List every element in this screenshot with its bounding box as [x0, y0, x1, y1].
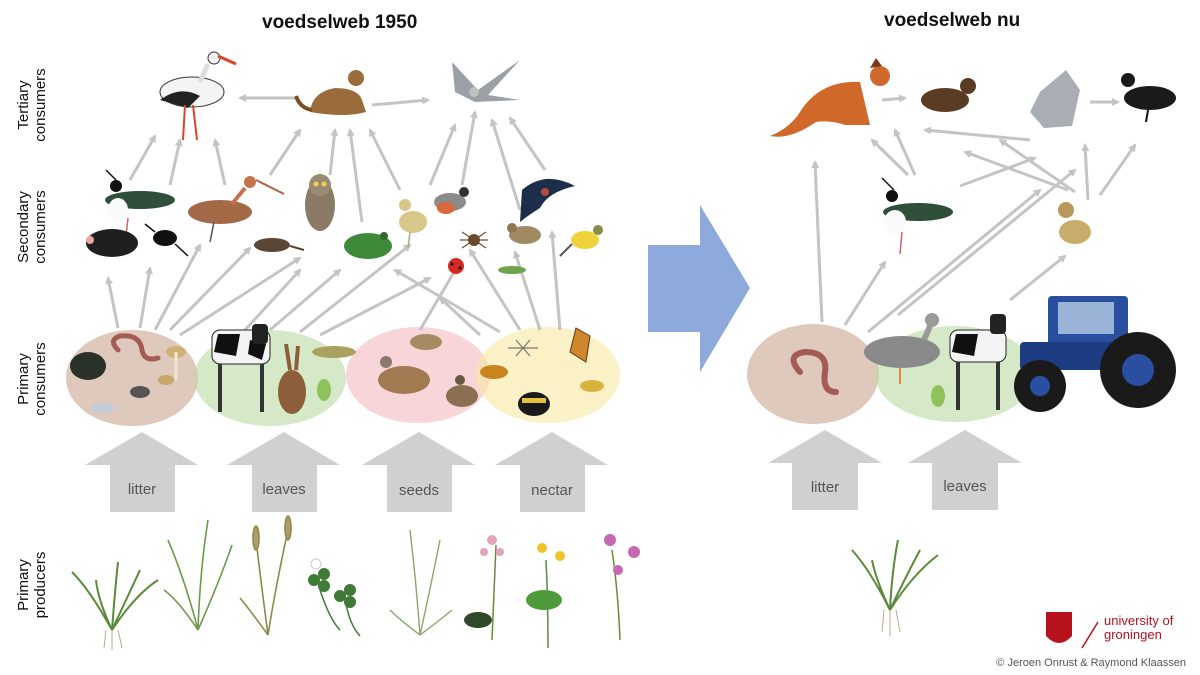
spider-icon — [460, 231, 488, 249]
godwit-icon — [188, 176, 285, 243]
transition-arrow — [648, 205, 750, 372]
university-name: university of groningen — [1104, 614, 1173, 642]
arrow-label-leaves-now: leaves — [943, 478, 987, 495]
aphid-now-icon — [931, 385, 945, 407]
arrow-label-seeds: seeds — [398, 482, 440, 499]
title-now: voedselweb nu — [884, 10, 1021, 31]
frog-icon — [344, 232, 392, 259]
ladybird-icon — [448, 258, 464, 274]
cuckooflower-icon — [604, 534, 640, 641]
sparrow-icon — [446, 375, 478, 407]
litter-arrow — [85, 432, 198, 512]
hare-icon — [278, 343, 306, 414]
buttercup-icon — [526, 543, 565, 649]
bumblebee-icon — [518, 392, 550, 416]
weasel-icon — [294, 70, 366, 115]
arrow-label-leaves: leaves — [262, 481, 306, 498]
tractor-icon — [1014, 296, 1176, 412]
swallow-icon — [520, 178, 575, 222]
goshawk-icon — [1030, 70, 1080, 128]
hoverfly-icon — [480, 365, 508, 379]
clover-icon — [308, 558, 361, 637]
springtail-icon — [90, 403, 114, 413]
arrow-label-litter-now: litter — [810, 479, 840, 496]
litter-arrow-now — [768, 430, 882, 510]
litter-consumers-group — [66, 330, 198, 426]
pipit-icon — [507, 223, 541, 244]
university-shield-logo — [1046, 612, 1099, 649]
title-1950: voedselweb 1950 — [262, 12, 418, 33]
duckling-icon — [1058, 202, 1091, 244]
earthworm-now-icon — [790, 348, 839, 395]
label-primary-producers: Primary producers — [15, 551, 49, 619]
lapwing-icon — [105, 169, 175, 237]
lapwing-now-icon — [881, 177, 953, 255]
goose-icon — [864, 313, 940, 384]
label-secondary-consumers: Secondary consumers — [15, 190, 49, 264]
label-primary-consumers: Primary consumers — [15, 342, 49, 416]
dung-beetle-icon — [70, 352, 106, 380]
arrow-label-nectar: nectar — [531, 482, 573, 499]
leaves-arrow-now — [908, 430, 1022, 510]
resource-arrows-now — [768, 430, 1022, 510]
label-tertiary-consumers: Tertiary consumers — [15, 68, 49, 142]
mosquito-icon — [508, 339, 538, 357]
earthworm-icon — [111, 333, 161, 362]
shrew-icon — [254, 238, 305, 252]
resource-arrows-1950 — [85, 432, 608, 512]
stork-icon — [159, 51, 237, 141]
shepherds-purse-icon — [389, 529, 453, 636]
owl-icon — [305, 174, 335, 231]
trophic-arrows-now — [811, 94, 1137, 334]
university-name-line1: university of — [1104, 613, 1174, 628]
wasp-icon — [580, 380, 604, 392]
grass-plant-now-icon — [851, 539, 939, 636]
crow-icon — [1121, 73, 1176, 123]
copyright-credit: © Jeroen Onrust & Raymond Klaassen — [996, 657, 1186, 669]
cow-now-icon — [949, 314, 1007, 410]
mushroom-icon — [158, 346, 186, 385]
foxtail-grass-icon — [239, 515, 292, 636]
cricket-icon — [312, 346, 356, 358]
grasshopper-icon — [498, 266, 526, 274]
mouse-icon — [410, 334, 442, 350]
butterfly-icon — [569, 327, 591, 363]
marten-icon — [921, 78, 976, 112]
mole-icon — [86, 229, 138, 257]
redstart-icon — [434, 187, 469, 214]
chick-icon — [399, 199, 427, 249]
leaves-arrow — [227, 432, 340, 512]
trophic-arrows-1950 — [105, 94, 562, 337]
wagtail-icon — [559, 225, 603, 257]
meadow-grass-icon — [163, 519, 233, 631]
arrow-label-litter: litter — [127, 481, 157, 498]
beetle-icon — [144, 223, 189, 257]
seeds-arrow — [362, 432, 475, 512]
litter-consumers-group-now — [747, 324, 879, 424]
aphid-icon — [317, 379, 331, 401]
ragged-robin-icon — [464, 535, 504, 641]
harrier-icon — [452, 60, 520, 102]
grass-plant-icon — [71, 561, 159, 650]
woodlouse-icon — [130, 386, 150, 398]
fox-icon — [770, 58, 890, 137]
university-name-line2: groningen — [1104, 627, 1162, 642]
corncrake-icon — [378, 356, 430, 394]
nectar-arrow — [495, 432, 608, 512]
cow-icon — [211, 324, 271, 412]
